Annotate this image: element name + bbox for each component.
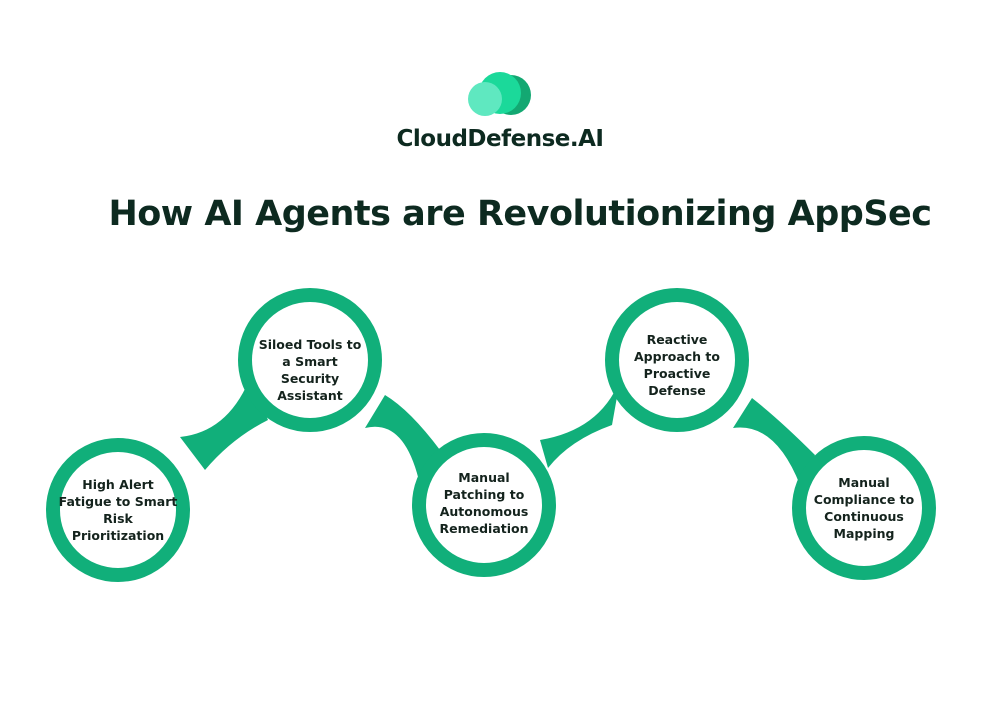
step-circle-4 [605, 288, 749, 432]
connector-4-5 [733, 398, 815, 485]
step-label-5: Manual Compliance to Continuous Mapping [813, 475, 915, 541]
step-circle-3 [412, 433, 556, 577]
step-label-1: High Alert Fatigue to Smart Risk Priorit… [58, 477, 178, 543]
brand-name: CloudDefense.AI [396, 126, 604, 152]
connector-1-2 [180, 378, 268, 470]
connector-3-4 [540, 380, 620, 468]
step-label-4: Reactive Approach to Proactive Defense [634, 332, 720, 398]
step-label-2: Siloed Tools to a Smart Security Assista… [258, 337, 362, 403]
page-title: How AI Agents are Revolutionizing AppSec [108, 194, 932, 234]
step-label-3: Manual Patching to Autonomous Remediatio… [439, 470, 529, 536]
clouddefense-logo-icon [468, 72, 531, 116]
step-circle-5 [792, 436, 936, 580]
step-circle-2 [238, 288, 382, 432]
step-circle-1 [46, 438, 190, 582]
connector-2-3 [365, 395, 440, 485]
